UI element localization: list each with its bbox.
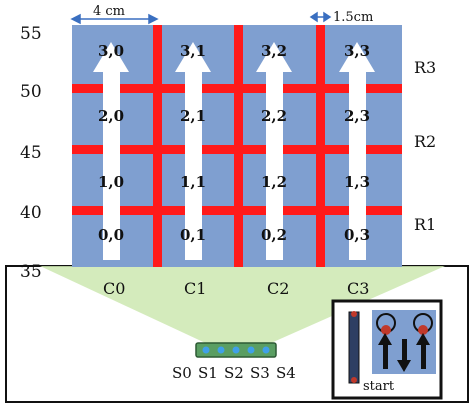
row-label-r2: R2 bbox=[414, 132, 437, 151]
dimension-line-width-arrow bbox=[309, 11, 332, 23]
column-label-c1: C1 bbox=[184, 279, 207, 298]
row-label-r1: R1 bbox=[414, 215, 437, 234]
cell-0-0: 0,0 bbox=[97, 226, 125, 244]
inset-arrow-up-right bbox=[416, 333, 430, 369]
dimension-cell-width-arrow bbox=[70, 13, 159, 25]
inset-arrow-up-left bbox=[378, 333, 392, 369]
sensor-leds bbox=[202, 346, 270, 354]
inset-probe-top-dot bbox=[351, 311, 357, 317]
column-label-c2: C2 bbox=[267, 279, 290, 298]
column-label-c0: C0 bbox=[103, 279, 126, 298]
cell-1-1: 1,1 bbox=[179, 173, 207, 191]
column-label-c3: C3 bbox=[347, 279, 370, 298]
sensor-label-s0: S0 bbox=[172, 364, 192, 382]
y-tick-45: 45 bbox=[20, 143, 42, 163]
sensor-led-3 bbox=[247, 346, 255, 354]
cell-1-2: 1,2 bbox=[260, 173, 288, 191]
cell-1-0: 1,0 bbox=[97, 173, 125, 191]
y-tick-55: 55 bbox=[20, 24, 42, 44]
sensor-label-s1: S1 bbox=[198, 364, 218, 382]
cell-width-label: 4 cm bbox=[93, 4, 126, 19]
cell-0-1: 0,1 bbox=[179, 226, 207, 244]
col-line-3 bbox=[316, 25, 325, 267]
cell-1-3: 1,3 bbox=[343, 173, 371, 191]
cell-2-2: 2,2 bbox=[260, 107, 288, 125]
sensor-label-s3: S3 bbox=[250, 364, 270, 382]
sensor-led-4 bbox=[262, 346, 270, 354]
sensor-led-0 bbox=[202, 346, 210, 354]
inset-probe-bottom-dot bbox=[351, 377, 357, 383]
y-tick-40: 40 bbox=[20, 203, 42, 223]
arrow-column-2 bbox=[256, 42, 292, 260]
cell-0-3: 0,3 bbox=[343, 226, 371, 244]
y-tick-35: 35 bbox=[20, 262, 42, 282]
row-label-r3: R3 bbox=[414, 58, 437, 77]
line-width-label: 1.5cm bbox=[333, 10, 374, 25]
arrow-column-1 bbox=[175, 42, 211, 260]
sensor-led-1 bbox=[217, 346, 225, 354]
sensor-label-s2: S2 bbox=[224, 364, 244, 382]
cell-2-0: 2,0 bbox=[97, 107, 125, 125]
sensor-label-s4: S4 bbox=[276, 364, 296, 382]
field-of-view bbox=[40, 266, 445, 347]
cell-0-2: 0,2 bbox=[260, 226, 288, 244]
inset-arrow-down bbox=[397, 339, 411, 372]
cell-3-0: 3,0 bbox=[97, 42, 125, 60]
cell-2-3: 2,3 bbox=[343, 107, 371, 125]
inset-dot-left bbox=[381, 325, 391, 335]
cell-3-3: 3,3 bbox=[343, 42, 371, 60]
cell-3-1: 3,1 bbox=[179, 42, 207, 60]
arrow-column-0 bbox=[93, 42, 129, 260]
col-line-2 bbox=[234, 25, 243, 267]
cell-2-1: 2,1 bbox=[179, 107, 207, 125]
col-line-1 bbox=[153, 25, 162, 267]
inset-dot-right bbox=[418, 325, 428, 335]
y-tick-50: 50 bbox=[20, 82, 42, 102]
start-label: start bbox=[363, 379, 395, 394]
cell-3-2: 3,2 bbox=[260, 42, 288, 60]
arrow-column-3 bbox=[339, 42, 375, 260]
sensor-led-2 bbox=[232, 346, 240, 354]
inset-probe-bar bbox=[348, 311, 360, 384]
